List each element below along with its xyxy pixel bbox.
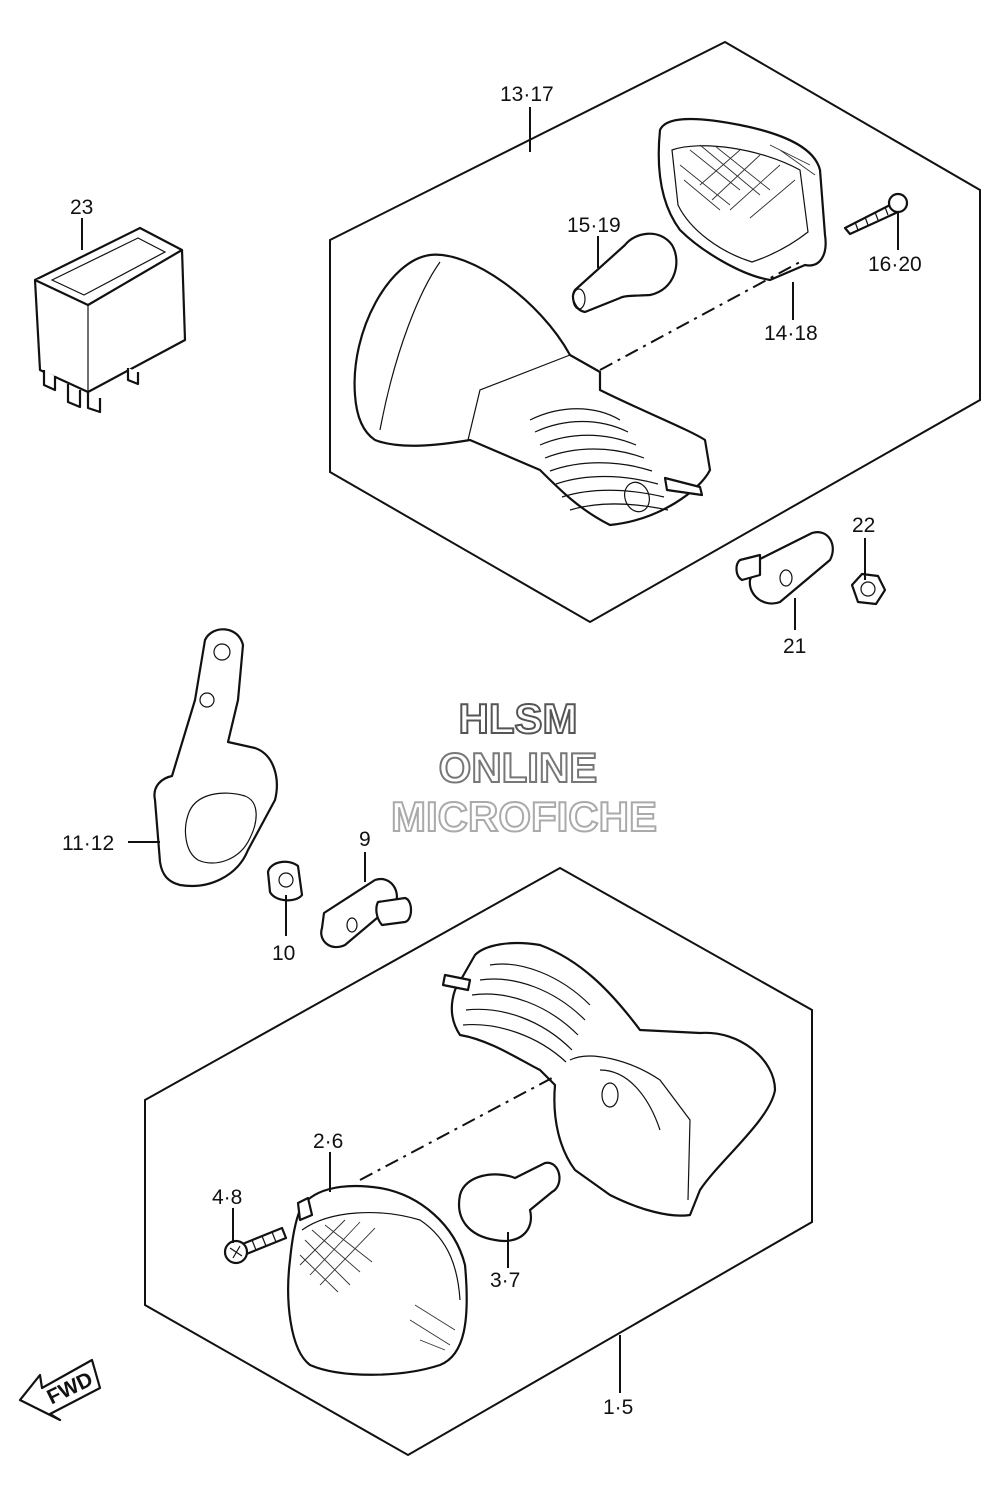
nut-upper — [850, 572, 887, 606]
upper-assembly-frame — [329, 40, 981, 624]
label-10: 10 — [272, 942, 295, 965]
label-22: 22 — [852, 514, 875, 537]
upper-lamp-housing — [353, 253, 712, 527]
label-11-12: 11·12 — [62, 832, 114, 855]
lower-bulb — [457, 1161, 561, 1243]
label-21: 21 — [783, 635, 806, 658]
watermark-line-1: HLSM — [459, 695, 578, 742]
watermark-line-2: ONLINE — [439, 744, 598, 791]
relay — [33, 226, 187, 414]
label-14-18: 14·18 — [764, 322, 818, 345]
label-16-20: 16·20 — [868, 253, 922, 276]
label-2-6: 2·6 — [313, 1130, 343, 1153]
label-9: 9 — [359, 828, 371, 851]
spacer-lower — [320, 877, 413, 949]
label-15-19: 15·19 — [567, 214, 621, 237]
label-4-8: 4·8 — [212, 1186, 242, 1209]
label-23: 23 — [70, 196, 93, 219]
label-1-5: 1·5 — [603, 1396, 633, 1419]
lower-lamp-housing — [441, 941, 777, 1217]
grommet — [266, 860, 304, 902]
label-3-7: 3·7 — [490, 1269, 520, 1292]
bracket — [153, 628, 278, 888]
lower-assembly-frame — [144, 866, 813, 1457]
upper-bulb — [571, 232, 678, 314]
fwd-arrow: FWD — [18, 1358, 102, 1422]
watermark-line-3: MICROFICHE — [391, 793, 657, 840]
label-13-17: 13·17 — [500, 83, 554, 106]
lower-screw — [223, 1226, 288, 1265]
leader-lines — [81, 107, 899, 1393]
upper-lens — [657, 117, 827, 282]
spacer-upper — [735, 531, 834, 605]
lower-lens — [287, 1184, 468, 1376]
